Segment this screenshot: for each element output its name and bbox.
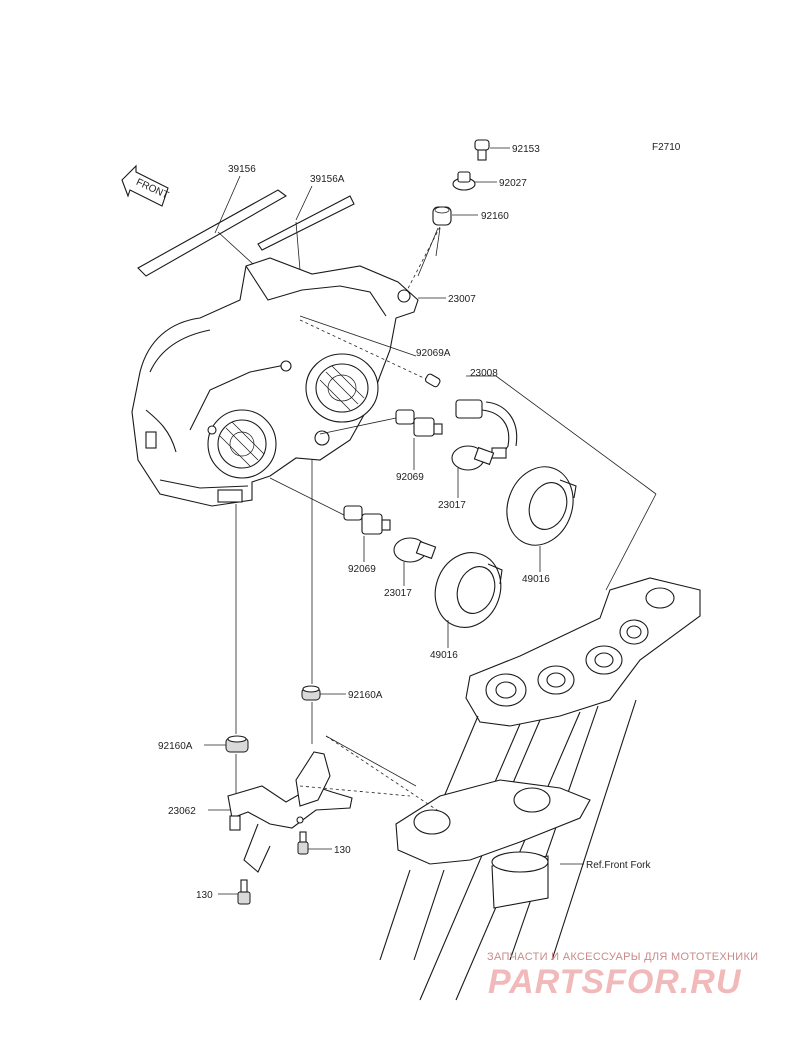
label-92153: 92153 [512, 144, 540, 155]
label-23017-upper: 23017 [438, 500, 466, 511]
watermark-tagline: ЗАПЧАСТИ И АКСЕССУАРЫ ДЛЯ МОТОТЕХНИКИ [487, 951, 759, 963]
label-ref-front-fork: Ref.Front Fork [586, 860, 651, 871]
grommet-92160A-left [225, 735, 249, 753]
label-49016-left: 49016 [430, 650, 458, 661]
headlight-housing-23007 [131, 257, 419, 507]
bolt-130-left [237, 879, 251, 905]
bulb-92069-lower [343, 505, 391, 535]
bulb-92069A [424, 373, 441, 388]
label-23008: 23008 [470, 368, 498, 379]
figure-code: F2710 [652, 142, 681, 153]
strip-39156 [137, 189, 287, 277]
grommet-92160A-right [301, 685, 321, 701]
label-39156A: 39156A [310, 174, 345, 185]
label-92160A-right: 92160A [348, 690, 383, 701]
label-23017-lower: 23017 [384, 588, 412, 599]
label-49016-right: 49016 [522, 574, 550, 585]
label-92160A-left: 92160A [158, 741, 193, 752]
label-92160: 92160 [481, 211, 509, 222]
label-130-left: 130 [196, 890, 213, 901]
watermark-logo: PARTSFOR.RU [488, 963, 742, 1001]
front-arrow-icon: FRONT [121, 164, 170, 207]
socket-23017-lower [393, 537, 437, 563]
label-92069-lower: 92069 [348, 564, 376, 575]
label-92069A: 92069A [416, 348, 451, 359]
bolt-130-right [297, 831, 309, 855]
strip-39156A [257, 195, 355, 251]
washer-92027 [452, 171, 476, 191]
cover-49016-left [434, 552, 503, 628]
bracket-23062 [227, 751, 353, 873]
label-39156: 39156 [228, 164, 256, 175]
label-92027: 92027 [499, 178, 527, 189]
label-23007: 23007 [448, 294, 476, 305]
cover-49016-right [506, 466, 577, 546]
bulb-92069-upper [395, 409, 443, 437]
label-92069-upper: 92069 [396, 472, 424, 483]
bolt-92153 [474, 139, 490, 161]
front-fork-assembly [379, 577, 701, 1001]
label-130-right: 130 [334, 845, 351, 856]
label-23062: 23062 [168, 806, 196, 817]
grommet-92160 [432, 206, 452, 226]
socket-23008 [455, 399, 518, 459]
socket-23017-upper [451, 445, 495, 471]
